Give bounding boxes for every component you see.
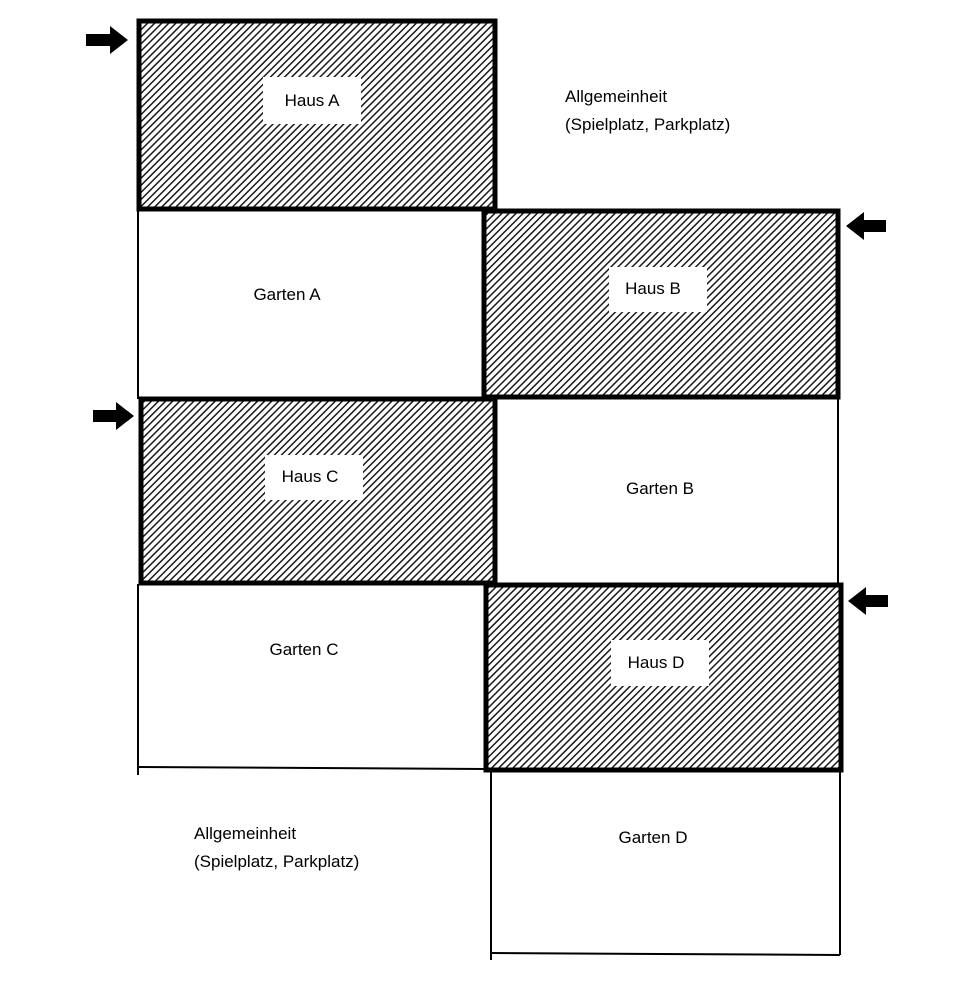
- arrow-right-icon-house-a: [86, 26, 128, 54]
- garden-d: Garten D: [490, 771, 841, 960]
- garden-a-label: Garten A: [253, 285, 321, 304]
- garden-c: Garten C: [137, 584, 487, 775]
- house-b-label: Haus B: [625, 279, 681, 298]
- house-a: Haus A: [136, 18, 498, 212]
- common-area-bottom-line2: (Spielplatz, Parkplatz): [194, 852, 359, 871]
- garden-d-label: Garten D: [619, 828, 688, 847]
- house-d-label-box: [611, 640, 709, 686]
- arrow-right-icon-house-c: [93, 402, 134, 430]
- house-a-label-box: [263, 77, 361, 124]
- garden-c-label: Garten C: [270, 640, 339, 659]
- house-b-label-box: [609, 267, 707, 312]
- garden-b: Garten B: [497, 397, 839, 584]
- common-area-top: Allgemeinheit (Spielplatz, Parkplatz): [565, 87, 730, 134]
- common-area-top-line1: Allgemeinheit: [565, 87, 667, 106]
- house-b: Haus B: [481, 208, 841, 400]
- common-area-bottom-line1: Allgemeinheit: [194, 824, 296, 843]
- garden-a: Garten A: [137, 210, 484, 399]
- house-a-label: Haus A: [285, 91, 340, 110]
- common-area-top-line2: (Spielplatz, Parkplatz): [565, 115, 730, 134]
- house-d-label: Haus D: [628, 653, 685, 672]
- arrow-left-icon-house-d: [848, 587, 888, 615]
- arrow-left-icon-house-b: [846, 212, 886, 240]
- house-d: Haus D: [483, 582, 844, 773]
- house-c-label: Haus C: [282, 467, 339, 486]
- common-area-bottom: Allgemeinheit (Spielplatz, Parkplatz): [194, 824, 359, 871]
- house-c: Haus C: [138, 396, 498, 586]
- garden-b-label: Garten B: [626, 479, 694, 498]
- house-c-label-box: [265, 455, 363, 500]
